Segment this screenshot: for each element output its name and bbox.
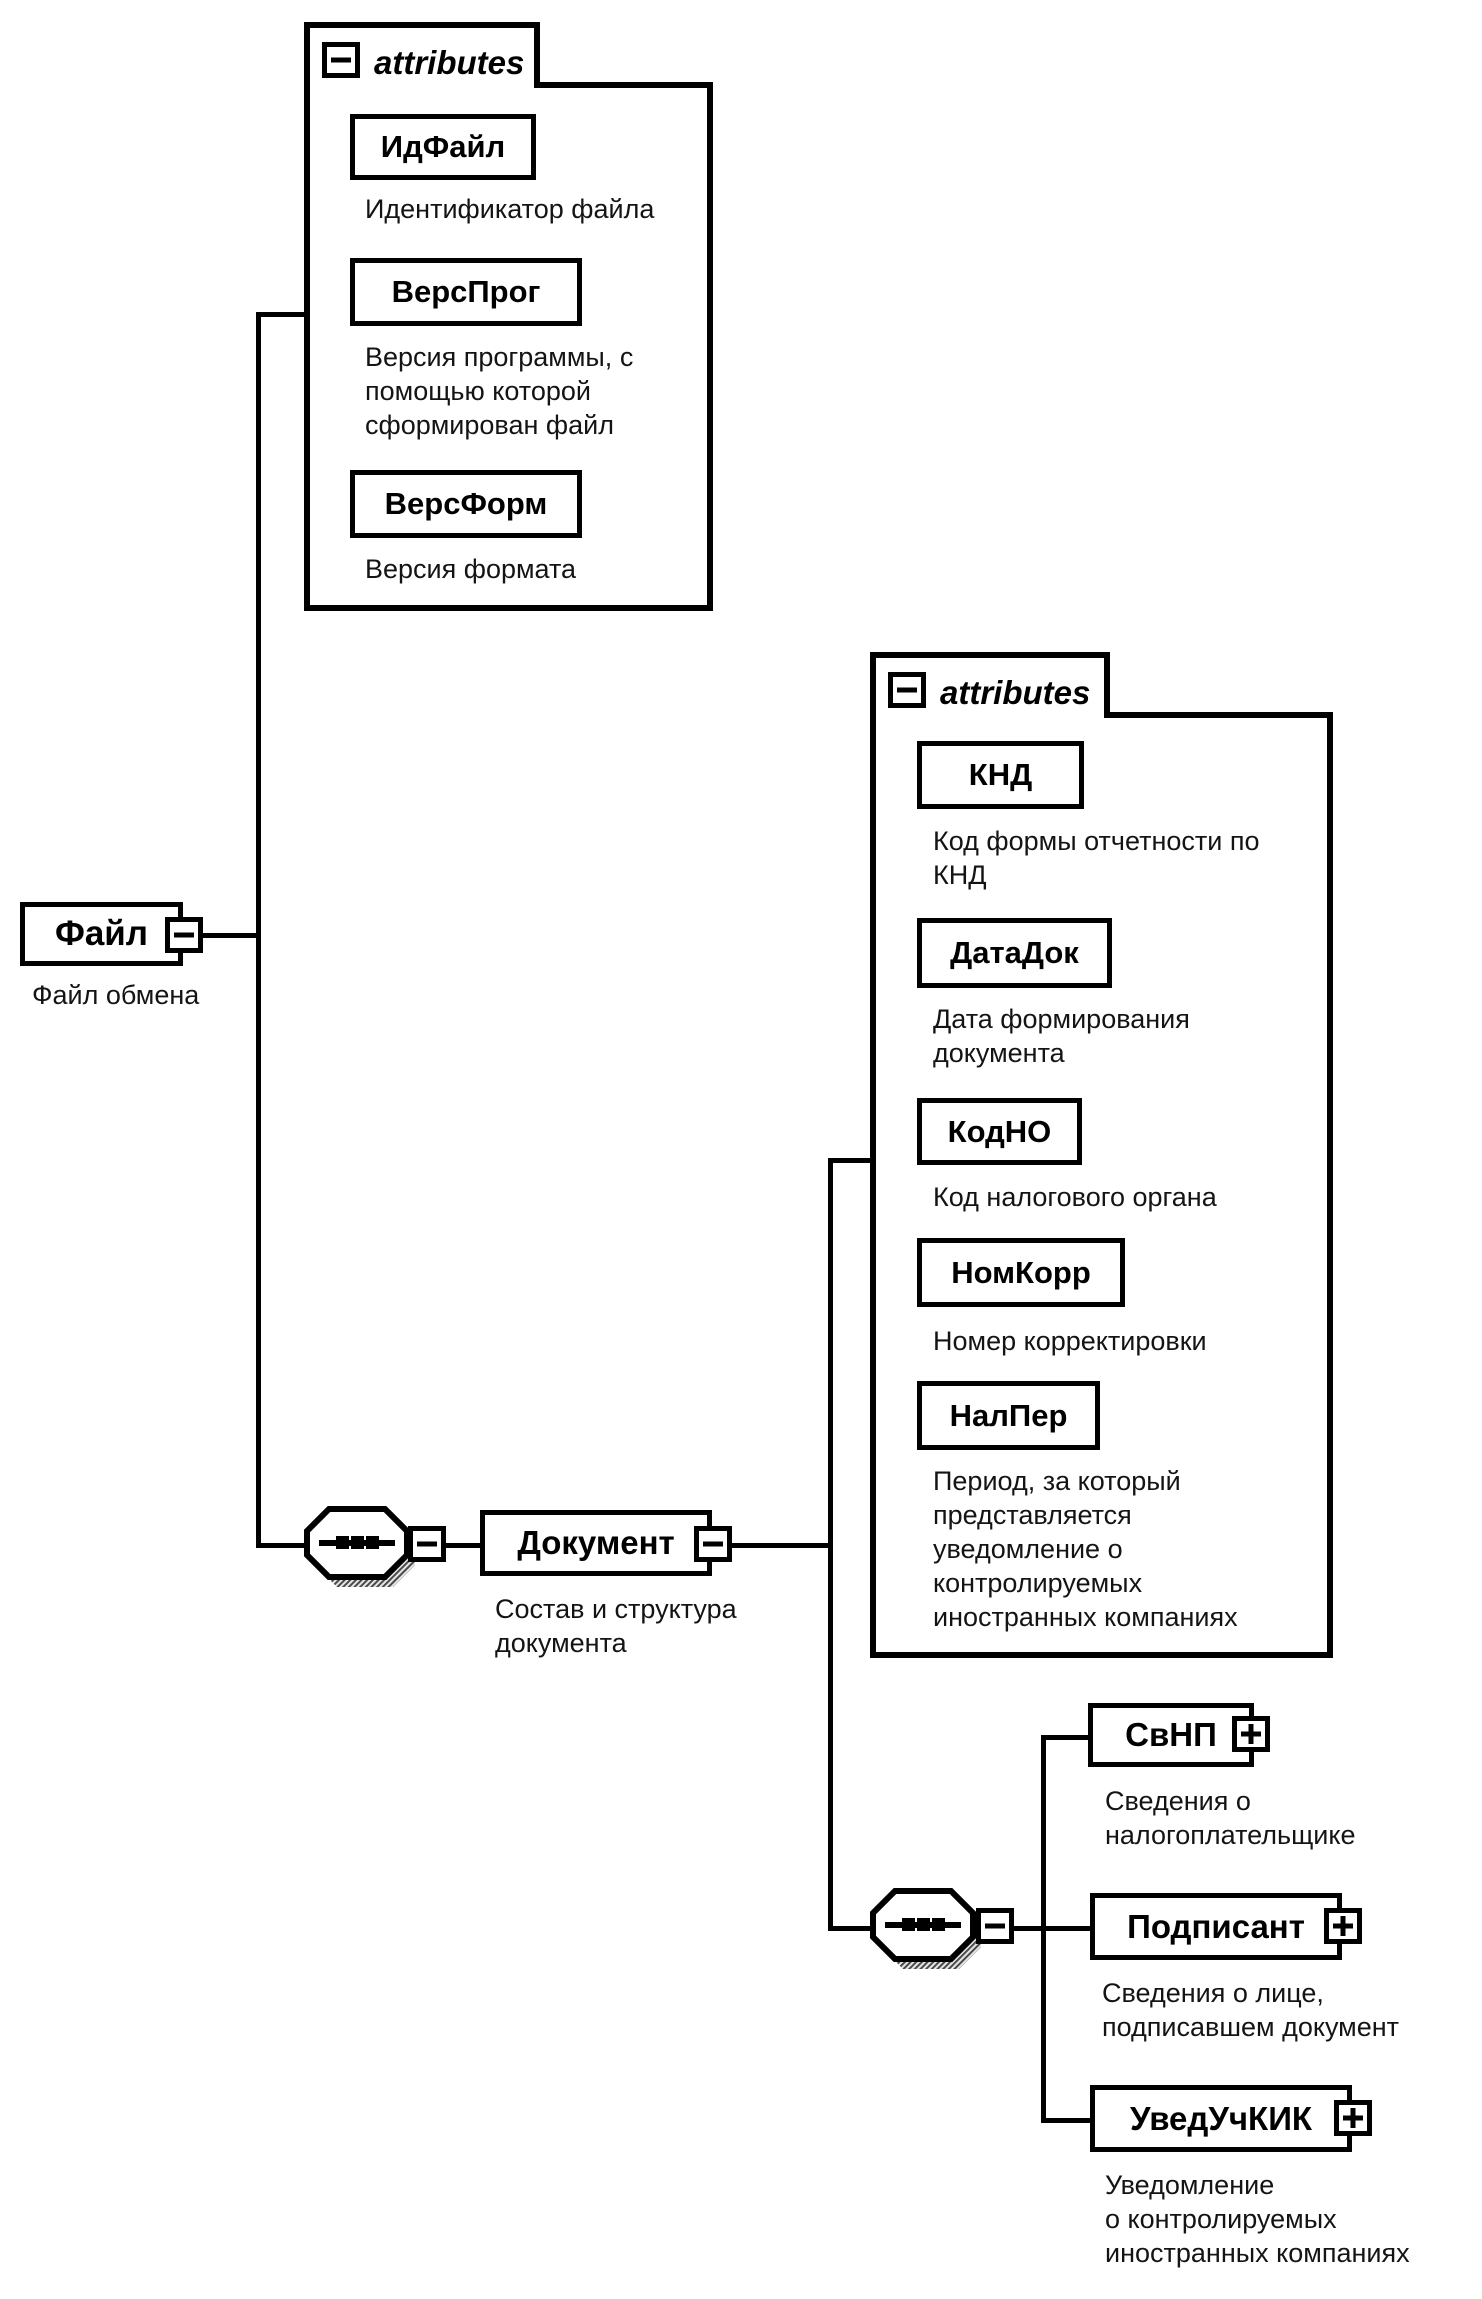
attribute-datadok-description: Дата формирования документа [933,1004,1190,1069]
minus-icon [174,932,194,938]
attribute-versform-description: Версия формата [365,554,577,584]
element-podpisant-label: Подписант [1127,1907,1305,1945]
collapse-icon[interactable] [322,42,360,78]
expand-icon[interactable] [1324,1908,1362,1944]
element-uveduchkik-description: Уведомление о контролируемых иностранных… [1105,2170,1410,2269]
element-file-description: Файл обмена [32,980,200,1010]
attribute-nomkorr-description: Номер корректировки [933,1326,1207,1356]
plus-icon [1340,1916,1346,1936]
attributes-header: attributes [940,674,1091,711]
attribute-versprog-description: Версия программы, с помощью которой сфор… [365,342,634,441]
plus-icon [1350,2108,1356,2128]
element-document[interactable]: Документ [480,1510,713,1579]
attribute-idfile-description: Идентификатор файла [365,194,655,224]
attribute-idfile[interactable]: ИдФайл [350,114,537,183]
connector-line [200,933,260,938]
attribute-datadok-label: ДатаДок [950,935,1079,970]
connector-line [1041,2118,1093,2123]
minus-icon [897,687,917,693]
connector-line [828,1926,876,1931]
element-podpisant[interactable]: Подписант [1090,1893,1343,1963]
collapse-icon[interactable] [976,1908,1014,1944]
attribute-nomkorr[interactable]: НомКорр [917,1238,1126,1310]
attribute-knd-label: КНД [968,757,1033,792]
connector-line [256,312,310,317]
connector-line [256,1543,310,1548]
attribute-idfile-label: ИдФайл [380,129,506,164]
element-uveduchkik-label: УведУчКИК [1129,2099,1313,2137]
attribute-knd[interactable]: КНД [917,741,1085,812]
attribute-nalper[interactable]: НалПер [917,1381,1101,1453]
minus-icon [417,1541,437,1547]
connector-line [446,1543,484,1548]
attribute-nalper-label: НалПер [949,1397,1068,1433]
minus-icon [703,1541,723,1547]
attribute-kodno[interactable]: КодНО [917,1098,1083,1168]
connector-line [256,312,261,1548]
attribute-versprog[interactable]: ВерсПрог [350,258,583,329]
element-uveduchkik[interactable]: УведУчКИК [1090,2085,1353,2155]
minus-icon [985,1923,1005,1929]
connector-line [828,1158,833,1931]
attribute-kodno-label: КодНО [947,1113,1052,1149]
element-file-label: Файл [54,914,149,953]
collapse-icon[interactable] [408,1526,446,1562]
attribute-datadok[interactable]: ДатаДок [917,918,1113,991]
attributes-header: attributes [374,44,525,81]
element-podpisant-description: Сведения о лице, подписавшем документ [1102,1978,1400,2043]
element-document-label: Документ [517,1524,675,1561]
element-svnp[interactable]: СвНП [1088,1703,1255,1770]
collapse-icon[interactable] [888,672,926,708]
sequence-icon [304,1506,415,1587]
attribute-knd-description: Код формы отчетности по КНД [933,826,1260,891]
minus-icon [331,57,351,63]
connector-line [1041,1735,1091,1740]
collapse-icon[interactable] [165,917,203,953]
element-svnp-label: СвНП [1125,1716,1217,1753]
attribute-nalper-description: Период, за который представляется уведом… [933,1466,1238,1633]
attribute-versform-label: ВерсФорм [384,486,548,521]
attribute-versform[interactable]: ВерсФорм [350,470,583,541]
plus-icon [1248,1724,1254,1744]
connector-line [828,1158,876,1163]
expand-icon[interactable] [1334,2100,1372,2136]
attribute-nomkorr-label: НомКорр [951,1254,1091,1290]
element-svnp-description: Сведения о налогоплательщике [1105,1786,1356,1851]
connector-line [1041,1735,1046,2123]
element-file[interactable]: Файл [20,902,184,969]
attribute-kodno-description: Код налогового органа [933,1182,1217,1212]
connector-line [730,1543,832,1548]
collapse-icon[interactable] [694,1526,732,1562]
element-document-description: Состав и структура документа [495,1594,737,1659]
connector-line [1014,1926,1092,1931]
sequence-icon [870,1888,981,1969]
attribute-versprog-label: ВерсПрог [391,274,541,309]
expand-icon[interactable] [1232,1716,1270,1752]
